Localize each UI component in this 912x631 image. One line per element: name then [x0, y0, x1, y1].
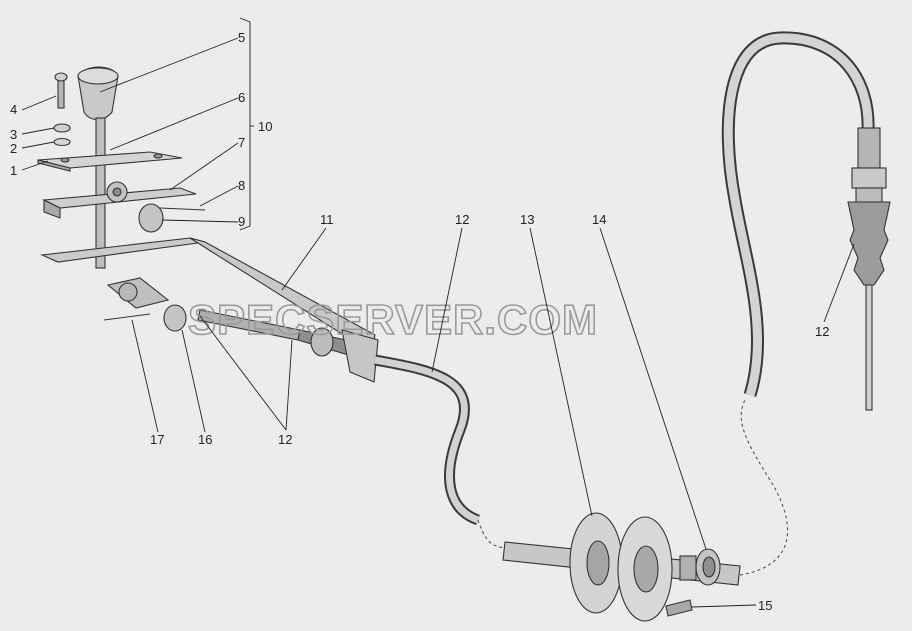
callout-6: 6: [238, 90, 245, 105]
callout-2: 2: [10, 141, 17, 156]
plate-hole-a: [60, 157, 70, 163]
cable-fitting: [857, 127, 881, 169]
callout-12-boot: 12: [815, 324, 829, 339]
cable-hose-lower-highlight: [374, 356, 480, 524]
nut-3: [53, 123, 71, 133]
pivot-boss-hole: [112, 187, 122, 197]
bolt-4-head: [54, 72, 68, 82]
callout-17: 17: [150, 432, 164, 447]
link-pin: [118, 282, 138, 302]
callout-9: 9: [238, 214, 245, 229]
lever-assembly: [37, 66, 379, 383]
adjust-nut: [310, 327, 334, 357]
pin-9: [138, 203, 164, 233]
callout-10: 10: [258, 119, 272, 134]
cotter-8: [159, 207, 206, 211]
callout-7: 7: [238, 135, 245, 150]
bolt-4: [57, 77, 65, 109]
grommet-14-hole: [702, 556, 716, 578]
callout-3: 3: [10, 127, 17, 142]
cotter-17: [103, 313, 151, 321]
callout-11: 11: [320, 212, 334, 227]
cable-hose-upper-highlight: [723, 33, 873, 397]
cable-core-end: [865, 284, 873, 411]
mount-flanges: [569, 512, 721, 622]
cover-plate-edge: [37, 159, 71, 172]
callout-8: 8: [238, 178, 245, 193]
cable-hex-nut: [851, 167, 887, 189]
bracket-7-front: [43, 199, 61, 219]
plate-hole-b: [153, 153, 163, 159]
lever-rod: [95, 117, 106, 269]
flange-13-back-bore: [633, 545, 659, 593]
cable-nut-2: [855, 187, 883, 203]
callout-5: 5: [238, 30, 245, 45]
washer-2: [53, 137, 71, 147]
watermark: SPECSERVER.COM: [188, 296, 598, 343]
callout-12-rod: 12: [278, 432, 292, 447]
callout-12-hose: 12: [455, 212, 469, 227]
callout-15: 15: [758, 598, 772, 613]
grommet-collar: [679, 555, 697, 581]
clevis-pin-16: [163, 304, 187, 332]
lever-arm-link: [106, 277, 170, 309]
callout-13: 13: [520, 212, 534, 227]
cable-hose-upper: [721, 31, 875, 397]
rubber-boot: [847, 201, 891, 286]
shift-knob-top: [77, 67, 119, 85]
callout-1: 1: [10, 163, 17, 178]
control-cable: [374, 31, 891, 586]
callout-labels: 1 2 3 4 5 6 7 8 9 10 11 12 12 12 13 14 1…: [10, 30, 829, 613]
cable-dashed-return: [739, 399, 788, 576]
flange-13-front-bore: [586, 540, 610, 586]
group-bracket-10: [239, 17, 251, 231]
callout-16: 16: [198, 432, 212, 447]
leader-lines: [21, 37, 855, 608]
callout-14: 14: [592, 212, 606, 227]
lower-bar: [39, 237, 206, 263]
cable-bracket: [341, 329, 379, 383]
screw-15: [665, 599, 693, 617]
cable-hose-lower: [374, 354, 481, 526]
callout-4: 4: [10, 102, 17, 117]
